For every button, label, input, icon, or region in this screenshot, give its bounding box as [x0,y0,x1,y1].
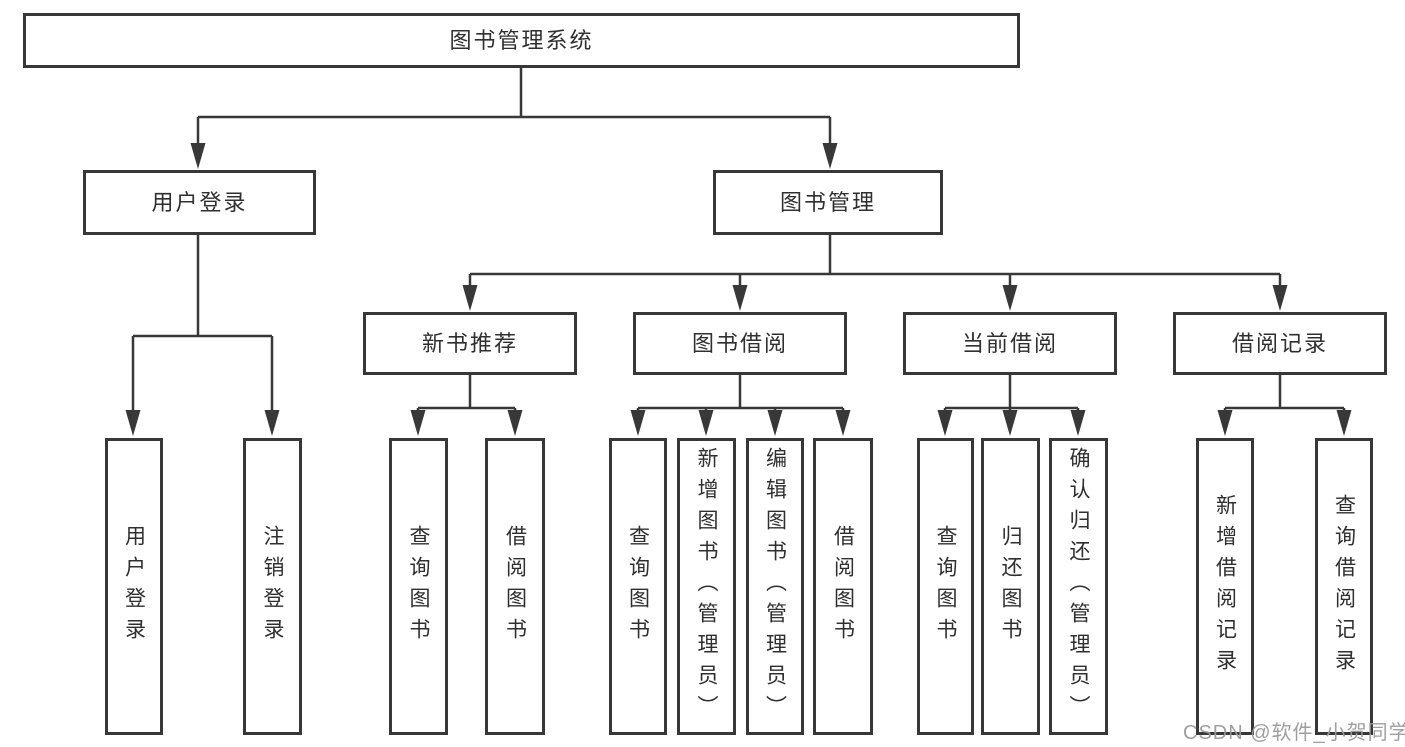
node-new-book-recommendation-label: 新书推荐 [421,330,518,356]
leaf-borrow-books-recommend: 借阅图书 [485,438,545,735]
leaf-add-borrow-record: 新增借阅记录 [1196,438,1254,735]
leaf-user-login: 用户登录 [105,438,163,735]
leaf-user-login-label: 用户登录 [122,524,146,649]
node-book-borrowing: 图书借阅 [633,312,847,375]
node-book-management: 图书管理 [713,170,943,235]
leaf-query-borrow-record: 查询借阅记录 [1315,438,1373,735]
leaf-query-books-recommend-label: 查询图书 [407,524,430,649]
leaf-query-books-borrowing-label: 查询图书 [626,524,650,649]
leaf-edit-book-admin-label: 编辑图书（管理员） [763,447,787,726]
leaf-borrow-books-borrowing-label: 借阅图书 [831,524,855,649]
leaf-return-book-label: 归还图书 [999,524,1022,649]
leaf-query-books-recommend: 查询图书 [389,438,448,735]
node-new-book-recommendation: 新书推荐 [363,312,577,375]
node-user-login-label: 用户登录 [151,189,248,215]
node-borrowing-records: 借阅记录 [1173,312,1387,375]
node-user-login: 用户登录 [83,170,316,235]
node-root-system: 图书管理系统 [23,13,1020,68]
leaf-borrow-books-recommend-label: 借阅图书 [503,524,527,649]
node-current-borrowing-label: 当前借阅 [961,330,1058,356]
node-current-borrowing: 当前借阅 [903,312,1117,375]
leaf-logout: 注销登录 [243,438,302,735]
node-borrowing-records-label: 借阅记录 [1231,330,1328,356]
node-root-label: 图书管理系统 [449,27,594,53]
leaf-confirm-return-admin: 确认归还（管理员） [1049,438,1108,735]
leaf-edit-book-admin: 编辑图书（管理员） [746,438,804,735]
leaf-query-borrow-record-label: 查询借阅记录 [1332,493,1356,680]
node-book-management-label: 图书管理 [779,189,876,215]
leaf-return-book: 归还图书 [981,438,1040,735]
leaf-confirm-return-admin-label: 确认归还（管理员） [1067,447,1090,726]
leaf-borrow-books-borrowing: 借阅图书 [813,438,873,735]
csdn-watermark: CSDN @软件_小贺同学 [1183,722,1405,744]
leaf-add-book-admin-label: 新增图书（管理员） [695,447,718,726]
node-book-borrowing-label: 图书借阅 [691,330,788,356]
leaf-logout-label: 注销登录 [261,524,284,649]
arrowheads [125,143,1352,436]
leaf-query-books-current: 查询图书 [917,438,974,735]
leaf-add-borrow-record-label: 新增借阅记录 [1213,493,1237,680]
leaf-query-books-current-label: 查询图书 [934,524,957,649]
leaf-add-book-admin: 新增图书（管理员） [677,438,736,735]
leaf-query-books-borrowing: 查询图书 [609,438,667,735]
